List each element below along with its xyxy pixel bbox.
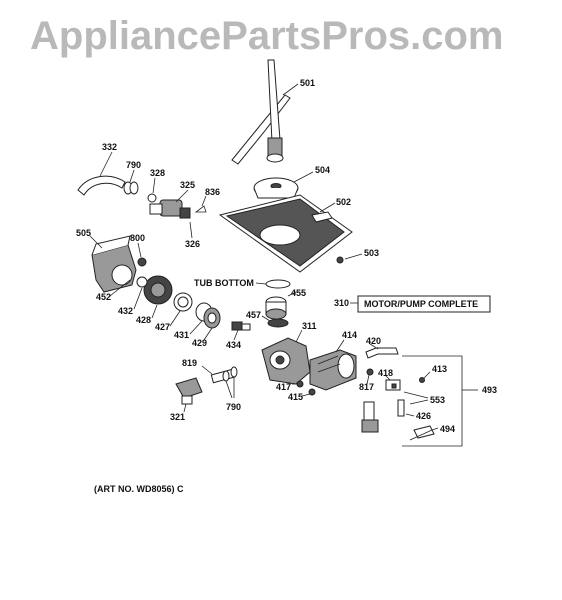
- drain-valve-part[interactable]: [175, 377, 203, 405]
- bracket-part[interactable]: [194, 205, 207, 213]
- callout-414: 414: [342, 330, 357, 340]
- fitting-part[interactable]: [231, 321, 251, 331]
- callout-429: 429: [192, 338, 207, 348]
- callout-501: 501: [300, 78, 315, 88]
- callout-817: 817: [359, 382, 374, 392]
- callout-311: 311: [302, 321, 317, 331]
- spray-arm-support-part[interactable]: [253, 177, 299, 199]
- callout-800: 800: [130, 233, 145, 243]
- screw-415-part[interactable]: [308, 388, 316, 396]
- screw-part[interactable]: [336, 256, 344, 264]
- callout-493: 493: [482, 385, 497, 395]
- callout-434: 434: [226, 340, 241, 350]
- connector-part[interactable]: [366, 368, 374, 376]
- impeller-part[interactable]: [143, 275, 173, 305]
- filter-screen-part[interactable]: [218, 194, 353, 273]
- callout-427: 427: [155, 322, 170, 332]
- callout-431: 431: [174, 330, 189, 340]
- relay-part[interactable]: [361, 399, 405, 433]
- hose-part[interactable]: [77, 175, 126, 196]
- callout-790-bottom: 790: [226, 402, 241, 412]
- callout-332: 332: [102, 142, 117, 152]
- seal-457-part[interactable]: [267, 318, 289, 328]
- clamp-790-part[interactable]: [222, 366, 238, 382]
- motor-pump-box: [357, 295, 491, 313]
- callout-836: 836: [205, 187, 220, 197]
- callout-413: 413: [432, 364, 447, 374]
- wire-harness-part[interactable]: [365, 347, 399, 359]
- screw-413-part[interactable]: [419, 377, 425, 383]
- washer-part[interactable]: [136, 276, 148, 288]
- inlet-valve-part[interactable]: [149, 199, 191, 219]
- sump-seal-part[interactable]: [265, 296, 287, 320]
- grommet-part[interactable]: [147, 193, 157, 203]
- pump-body-part[interactable]: [261, 337, 311, 385]
- pump-housing-part[interactable]: [91, 235, 137, 293]
- callout-494: 494: [440, 424, 455, 434]
- callout-503: 503: [364, 248, 379, 258]
- watermark: AppliancePartsPros.com: [30, 14, 504, 58]
- switch-part[interactable]: [385, 379, 401, 391]
- callout-553: 553: [430, 395, 445, 405]
- motor-part[interactable]: [309, 349, 357, 391]
- spray-arm-part[interactable]: [231, 59, 291, 165]
- callout-325: 325: [180, 180, 195, 190]
- check-valve-part[interactable]: [137, 257, 147, 267]
- motor-pump-label: MOTOR/PUMP COMPLETE: [364, 299, 478, 309]
- callout-457: 457: [246, 310, 261, 320]
- callout-415: 415: [288, 392, 303, 402]
- callout-326: 326: [185, 239, 200, 249]
- callout-452: 452: [96, 292, 111, 302]
- callout-321: 321: [170, 412, 185, 422]
- callout-417: 417: [276, 382, 291, 392]
- callout-504: 504: [315, 165, 330, 175]
- callout-328: 328: [150, 168, 165, 178]
- callout-455: 455: [291, 288, 306, 298]
- callout-418: 418: [378, 368, 393, 378]
- callout-819: 819: [182, 358, 197, 368]
- callout-505: 505: [76, 228, 91, 238]
- callout-426: 426: [416, 411, 431, 421]
- callout-310: 310: [334, 298, 349, 308]
- group-493-bracket: [402, 355, 463, 447]
- callout-432: 432: [118, 306, 133, 316]
- tub-bottom-label: TUB BOTTOM: [194, 278, 254, 288]
- callout-420: 420: [366, 336, 381, 346]
- art-number: (ART NO. WD8056) C: [94, 484, 184, 494]
- hose-clamp-part[interactable]: [123, 181, 139, 195]
- callout-790-top: 790: [126, 160, 141, 170]
- callout-502: 502: [336, 197, 351, 207]
- wire-connector-part[interactable]: [409, 425, 435, 441]
- o-ring-part[interactable]: [265, 279, 291, 289]
- callout-428: 428: [136, 315, 151, 325]
